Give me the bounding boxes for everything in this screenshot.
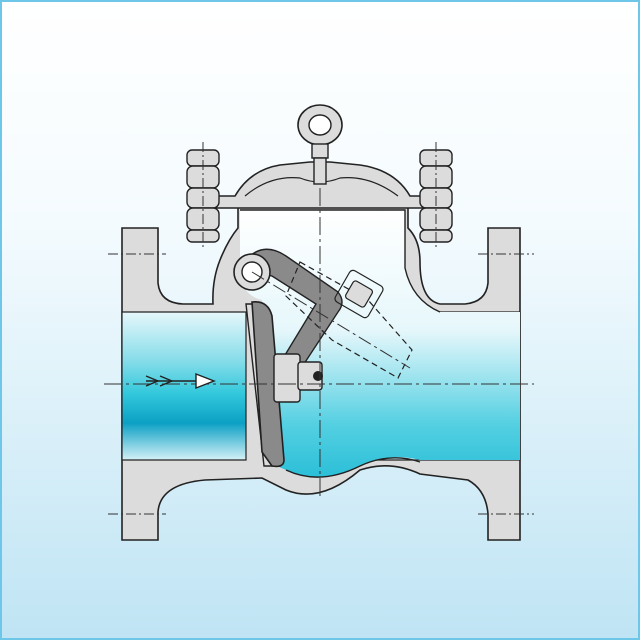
valve-disc: [251, 300, 285, 468]
chamber-outline: [240, 209, 441, 478]
flow-passage: [121, 311, 247, 461]
disc-open-position: [285, 261, 413, 379]
bonnet-cover: [214, 161, 431, 209]
disc-open-nut: [334, 269, 384, 319]
disc-centerline: [251, 271, 411, 369]
disc-nut: [273, 353, 323, 403]
flow-arrow-icon: [145, 372, 216, 390]
eye-bolt: [297, 104, 343, 185]
